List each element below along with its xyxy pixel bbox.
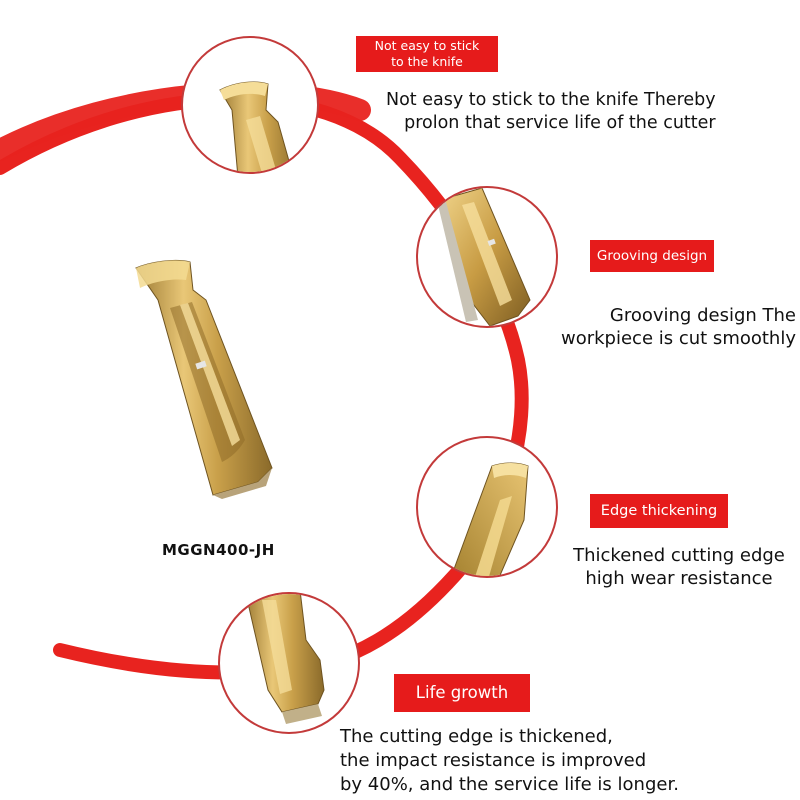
tag-life-growth: Life growth	[394, 674, 530, 712]
description-line: Thickened cutting edge	[573, 545, 785, 566]
description-grooving-design: Grooving design The workpiece is cut smo…	[540, 304, 796, 351]
tag-line: Life growth	[415, 683, 509, 702]
tag-line: Grooving design	[596, 248, 708, 264]
detail-circle-edge	[416, 436, 558, 578]
description-line: workpiece is cut smoothly	[561, 328, 796, 350]
description-line: the impact resistance is improved	[340, 750, 647, 771]
tag-line: Edge thickening	[600, 503, 718, 519]
description-life-growth: The cutting edge is thickened, the impac…	[340, 725, 679, 797]
red-ring	[0, 92, 529, 680]
description-not-easy-to-stick: Not easy to stick to the knife Thereby p…	[386, 89, 716, 135]
description-line: prolon that service life of the cutter	[404, 112, 716, 133]
detail-circle-stick	[181, 36, 319, 174]
insert-detail-icon	[449, 462, 529, 576]
tag-edge-thickening: Edge thickening	[590, 494, 728, 528]
tag-line: Not easy to stick	[374, 38, 480, 53]
tag-grooving-design: Grooving design	[590, 240, 714, 272]
description-line: Not easy to stick to the knife Thereby	[386, 90, 716, 110]
insert-detail-icon	[244, 594, 325, 724]
insert-detail-icon	[438, 188, 531, 326]
description-line: Grooving design The	[609, 305, 796, 326]
detail-circle-life	[218, 592, 360, 734]
carbide-insert-icon	[135, 259, 273, 499]
description-line: high wear resistance	[585, 568, 773, 590]
description-line: The cutting edge is thickened,	[340, 726, 613, 747]
detail-circle-grooving	[416, 186, 558, 328]
tag-line: to the knife	[391, 54, 463, 69]
tag-not-easy-to-stick: Not easy to stick to the knife	[356, 36, 498, 72]
description-edge-thickening: Thickened cutting edge high wear resista…	[563, 544, 795, 591]
product-model-label: MGGN400-JH	[162, 541, 275, 559]
description-line: by 40%, and the service life is longer.	[340, 774, 679, 795]
